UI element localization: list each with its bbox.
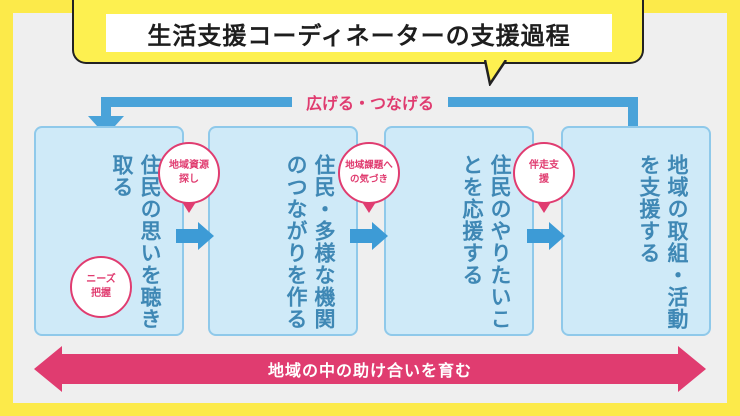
badge-tail <box>182 202 196 213</box>
step-box-4: 地域の取組・活動を支援する <box>561 126 711 336</box>
title-tail <box>484 60 508 86</box>
badge-text: 伴走支援 <box>529 160 559 185</box>
page-title: 生活支援コーディネーターの支援過程 <box>106 14 612 52</box>
step-text-1: 住民の思いを聴き取る <box>110 154 162 330</box>
right-arrow-icon <box>350 222 388 250</box>
badge-needs-grasp: ニーズ把握 <box>70 256 132 318</box>
badge-text: 地域課題への気づき <box>345 160 393 185</box>
step-box-2: 住民・多様な機関のつながりを作る <box>208 126 358 336</box>
badge-tail <box>537 202 551 213</box>
step-text-2: 住民・多様な機関のつながりを作る <box>284 154 336 330</box>
badge-issue-awareness: 地域課題への気づき <box>338 142 400 204</box>
badge-text: 地域資源探し <box>169 160 209 185</box>
bottom-label: 地域の中の助け合いを育む <box>267 361 472 380</box>
loop-label: 広げる・つなげる <box>292 90 448 114</box>
title-box: 生活支援コーディネーターの支援過程 <box>72 0 644 64</box>
badge-text: ニーズ把握 <box>86 274 116 299</box>
step-text-4: 地域の取組・活動を支援する <box>637 154 689 330</box>
step-box-3: 住民のやりたいことを応援する <box>384 126 534 336</box>
badge-tail <box>362 202 376 213</box>
right-arrow-icon <box>176 222 214 250</box>
step-text-3: 住民のやりたいことを応援する <box>460 154 512 330</box>
right-arrow-icon <box>527 222 565 250</box>
badge-resource-search: 地域資源探し <box>158 142 220 204</box>
